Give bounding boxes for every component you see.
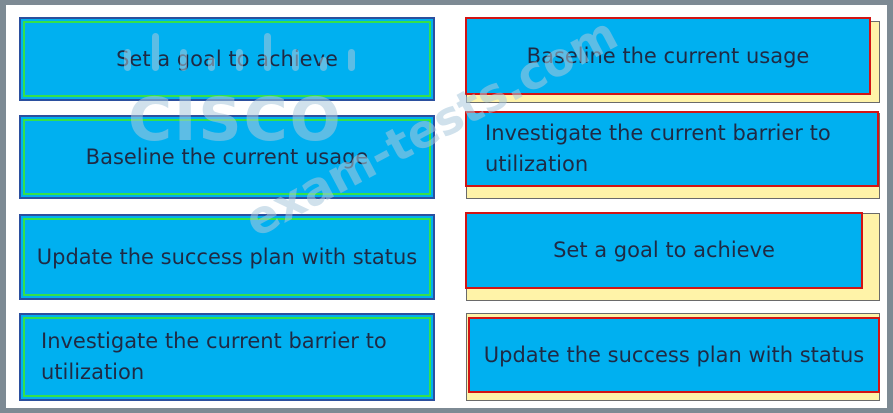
- right-item-4[interactable]: Update the success plan with status: [468, 317, 880, 393]
- right-item-1-label: Baseline the current usage: [526, 43, 810, 68]
- right-item-1[interactable]: Baseline the current usage: [465, 17, 871, 95]
- right-item-4-label: Update the success plan with status: [483, 342, 865, 367]
- diagram-frame: Set a goal to achieve Baseline the curre…: [6, 5, 887, 408]
- right-item-2-label: Investigate the current barrier to utili…: [485, 121, 831, 176]
- left-item-3-label: Update the success plan with status: [36, 244, 418, 269]
- right-item-3-label: Set a goal to achieve: [553, 238, 775, 262]
- left-item-2[interactable]: Baseline the current usage: [19, 115, 435, 199]
- left-item-4[interactable]: Investigate the current barrier to utili…: [19, 313, 435, 401]
- right-item-3[interactable]: Set a goal to achieve: [465, 212, 863, 289]
- left-item-4-label: Investigate the current barrier to utili…: [41, 329, 387, 384]
- left-item-2-label: Baseline the current usage: [85, 144, 369, 169]
- cisco-bars-logo-icon: [114, 11, 364, 71]
- right-item-2[interactable]: Investigate the current barrier to utili…: [465, 111, 879, 187]
- left-item-3[interactable]: Update the success plan with status: [19, 214, 435, 300]
